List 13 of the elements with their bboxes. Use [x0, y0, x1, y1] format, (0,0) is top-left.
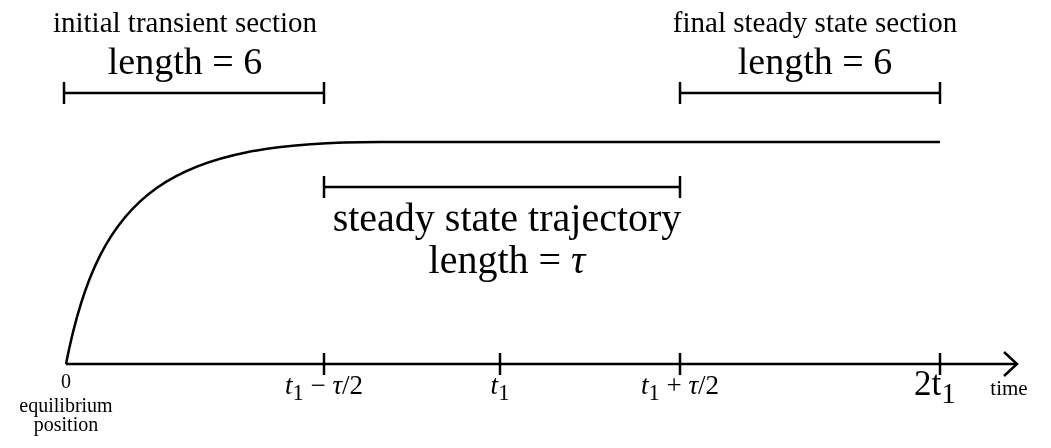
tick-label: 0 — [61, 371, 71, 391]
tick-label: t$_{1}$ + τ/2 — [640, 372, 720, 405]
tick-label: 2t$_{1}$ — [914, 366, 956, 409]
length-label: length = τ — [428, 240, 586, 280]
tick-label: t$_{1}$ − τ/2 — [284, 372, 364, 405]
section-title: initial transient section — [52, 8, 318, 37]
length-label: length = 6 — [737, 42, 893, 80]
position-label: equilibrium position — [18, 396, 114, 434]
axis-label: time — [990, 378, 1028, 399]
length-label: length = 6 — [107, 42, 263, 80]
tick-label: t$_{1}$ — [490, 372, 510, 405]
section-title: final steady state section — [672, 8, 958, 37]
trajectory-title: steady state trajectory — [332, 198, 682, 238]
